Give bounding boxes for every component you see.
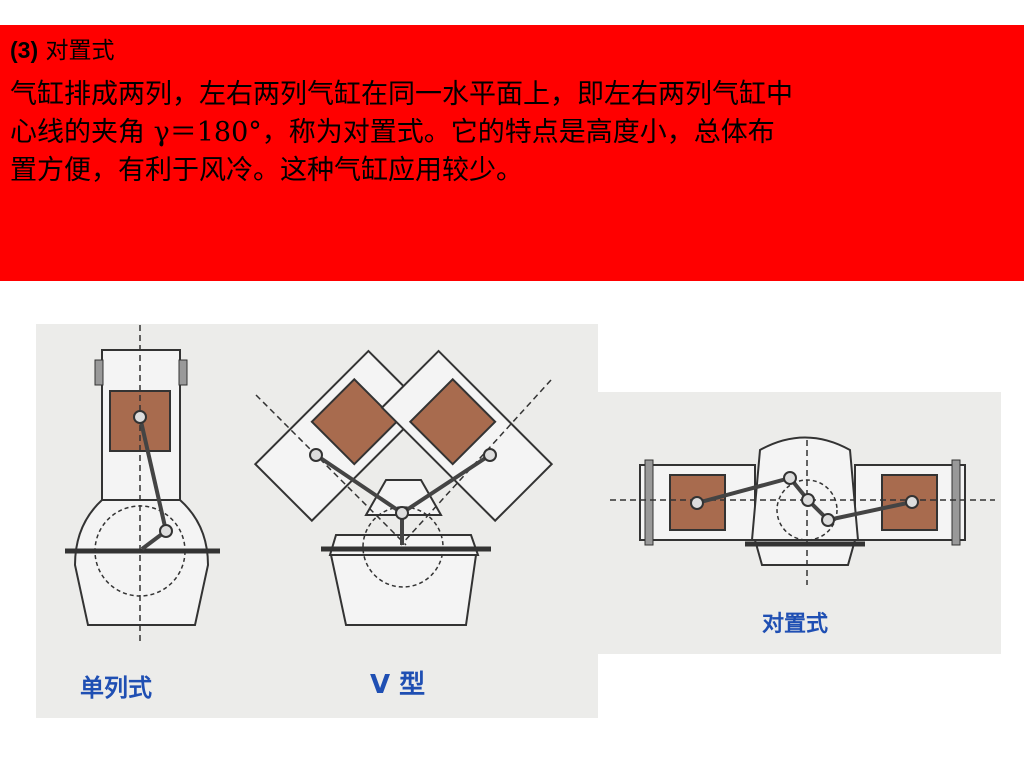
caption-single-row: 单列式 bbox=[80, 674, 152, 702]
caption-opposed: 对置式 bbox=[762, 612, 829, 637]
heading-text: 对置式 bbox=[45, 38, 115, 64]
v-type-engine-diagram bbox=[253, 349, 554, 626]
description-text: 气缸排成两列，左右两列气缸在同一水平面上，即左右两列气缸中 心线的夹角 γ＝18… bbox=[10, 76, 1010, 190]
description-line-3: 置方便，有利于风冷。这种气缸应用较少。 bbox=[10, 155, 523, 186]
description-line-1: 气缸排成两列，左右两列气缸在同一水平面上，即左右两列气缸中 bbox=[10, 79, 793, 110]
heading-number: (3) bbox=[10, 37, 39, 63]
single-row-engine-diagram bbox=[65, 325, 220, 645]
description-line-2: 心线的夹角 γ＝180°，称为对置式。它的特点是高度小，总体布 bbox=[10, 117, 775, 148]
opposed-engine-diagram bbox=[610, 436, 995, 585]
caption-v-type: V 型 bbox=[370, 670, 426, 700]
section-heading: (3) 对置式 bbox=[10, 34, 114, 67]
title-banner bbox=[0, 25, 1024, 281]
